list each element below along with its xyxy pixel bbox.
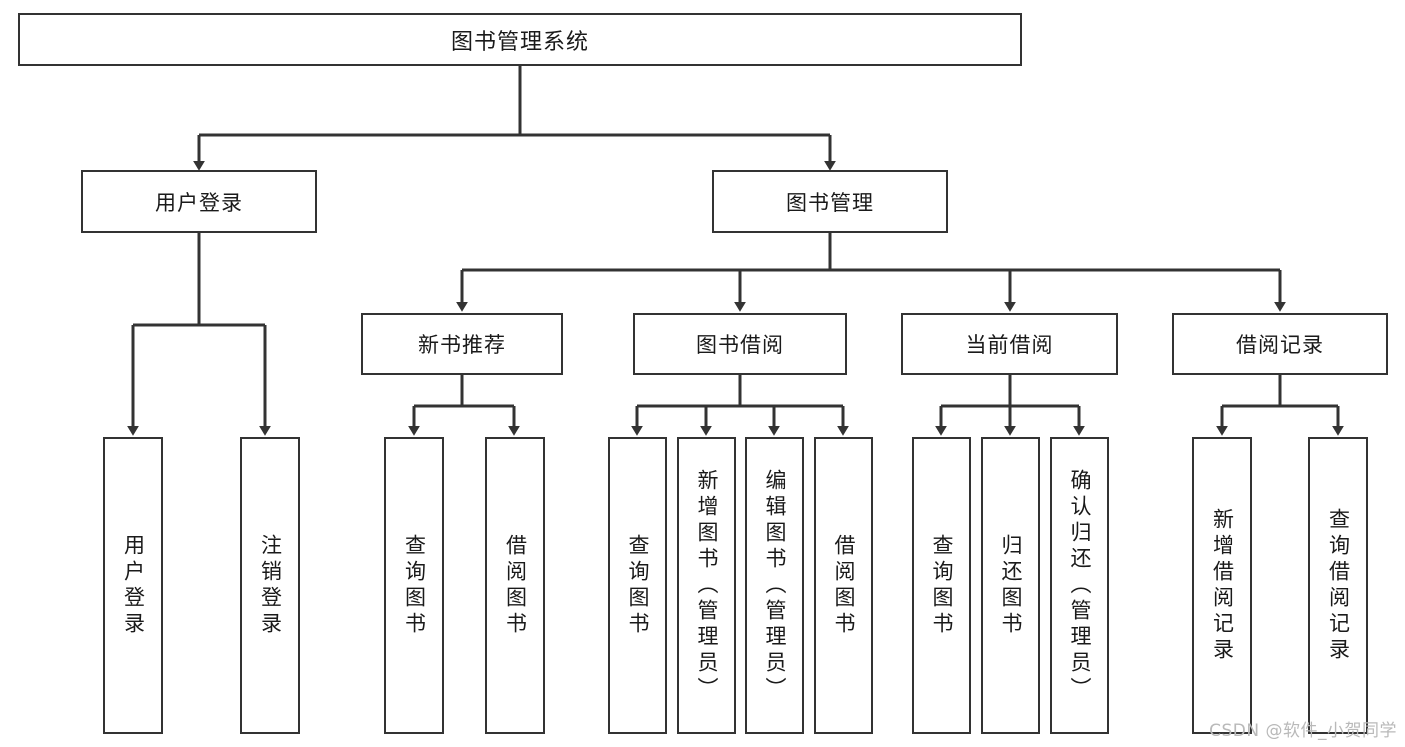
node-label: 当前借阅 bbox=[965, 333, 1054, 357]
leaf-add-book-admin[interactable]: 新增图书（管理员） bbox=[677, 437, 736, 734]
leaf-borrow-book[interactable]: 借阅图书 bbox=[814, 437, 873, 734]
node-label: 借阅图书 bbox=[832, 533, 856, 638]
csdn-watermark: CSDN @软件_小贺同学 bbox=[1209, 721, 1397, 741]
leaf-borrow-book-recommend[interactable]: 借阅图书 bbox=[485, 437, 545, 734]
node-label: 确认归还（管理员） bbox=[1068, 468, 1092, 703]
leaf-user-login[interactable]: 用户登录 bbox=[103, 437, 163, 734]
node-label: 查询图书 bbox=[402, 533, 427, 638]
leaf-add-borrow-record[interactable]: 新增借阅记录 bbox=[1192, 437, 1252, 734]
node-label: 查询图书 bbox=[930, 533, 954, 638]
node-label: 借阅记录 bbox=[1236, 333, 1324, 357]
leaf-confirm-return-admin[interactable]: 确认归还（管理员） bbox=[1050, 437, 1109, 734]
node-book-borrow[interactable]: 图书借阅 bbox=[633, 313, 847, 375]
node-borrow-record[interactable]: 借阅记录 bbox=[1172, 313, 1388, 375]
leaf-edit-book-admin[interactable]: 编辑图书（管理员） bbox=[745, 437, 804, 734]
node-label: 借阅图书 bbox=[503, 533, 528, 638]
node-label: 用户登录 bbox=[155, 190, 243, 215]
node-label: 注销登录 bbox=[258, 533, 283, 638]
node-label: 查询图书 bbox=[626, 533, 650, 638]
node-current-borrow[interactable]: 当前借阅 bbox=[901, 313, 1118, 375]
node-label: 编辑图书（管理员） bbox=[763, 468, 787, 703]
node-label: 新增图书（管理员） bbox=[695, 468, 719, 703]
node-root-book-management-system[interactable]: 图书管理系统 bbox=[18, 13, 1022, 66]
node-label: 图书借阅 bbox=[696, 333, 784, 357]
leaf-return-book[interactable]: 归还图书 bbox=[981, 437, 1040, 734]
node-label: 用户登录 bbox=[121, 533, 146, 638]
node-label: 新书推荐 bbox=[418, 333, 506, 357]
node-label: 新增借阅记录 bbox=[1210, 507, 1235, 664]
node-label: 归还图书 bbox=[999, 533, 1023, 638]
node-book-management[interactable]: 图书管理 bbox=[712, 170, 948, 233]
node-label: 图书管理系统 bbox=[450, 29, 589, 55]
leaf-logout-login[interactable]: 注销登录 bbox=[240, 437, 300, 734]
node-user-login[interactable]: 用户登录 bbox=[81, 170, 317, 233]
node-new-book-recommend[interactable]: 新书推荐 bbox=[361, 313, 563, 375]
leaf-query-book-recommend[interactable]: 查询图书 bbox=[384, 437, 444, 734]
leaf-query-book-borrow[interactable]: 查询图书 bbox=[608, 437, 667, 734]
leaf-query-book-current[interactable]: 查询图书 bbox=[912, 437, 971, 734]
node-label: 查询借阅记录 bbox=[1326, 507, 1351, 664]
leaf-query-borrow-record[interactable]: 查询借阅记录 bbox=[1308, 437, 1368, 734]
node-label: 图书管理 bbox=[786, 190, 874, 215]
